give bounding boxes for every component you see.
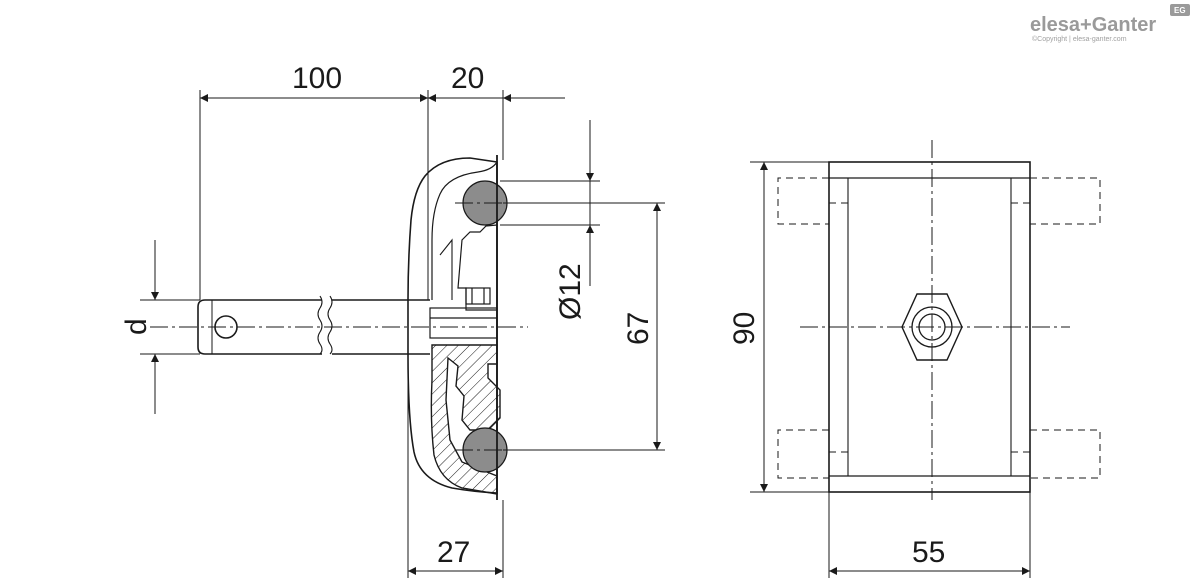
logo-brand-text: elesa+Ganter bbox=[1030, 14, 1156, 36]
dim-text-27: 27 bbox=[437, 536, 470, 569]
handwheel-body bbox=[407, 157, 498, 494]
phantom-spokes bbox=[777, 177, 1101, 479]
logo-badge-text: EG bbox=[1174, 6, 1186, 15]
dim-text-67: 67 bbox=[622, 312, 655, 345]
dim-text-90: 90 bbox=[728, 312, 761, 345]
dim-text-d12: Ø12 bbox=[554, 263, 587, 320]
side-dimensions bbox=[140, 90, 665, 578]
dim-text-55: 55 bbox=[912, 536, 945, 569]
logo-badge bbox=[1170, 4, 1190, 16]
dim-text-20: 20 bbox=[451, 62, 484, 95]
logo-copyright-text: ©Copyright | elesa-ganter.com bbox=[1032, 35, 1127, 43]
hub-cavity bbox=[457, 224, 498, 311]
brand-logo: elesa+Ganter ©Copyright | elesa-ganter.c… bbox=[1030, 4, 1190, 43]
front-dimensions bbox=[750, 161, 1031, 578]
stud bbox=[429, 287, 498, 339]
dim-text-100: 100 bbox=[292, 62, 342, 95]
dim-text-d: d bbox=[120, 318, 153, 335]
front-centerlines bbox=[800, 140, 1070, 500]
side-centerlines bbox=[150, 202, 590, 451]
shaft bbox=[197, 295, 430, 355]
